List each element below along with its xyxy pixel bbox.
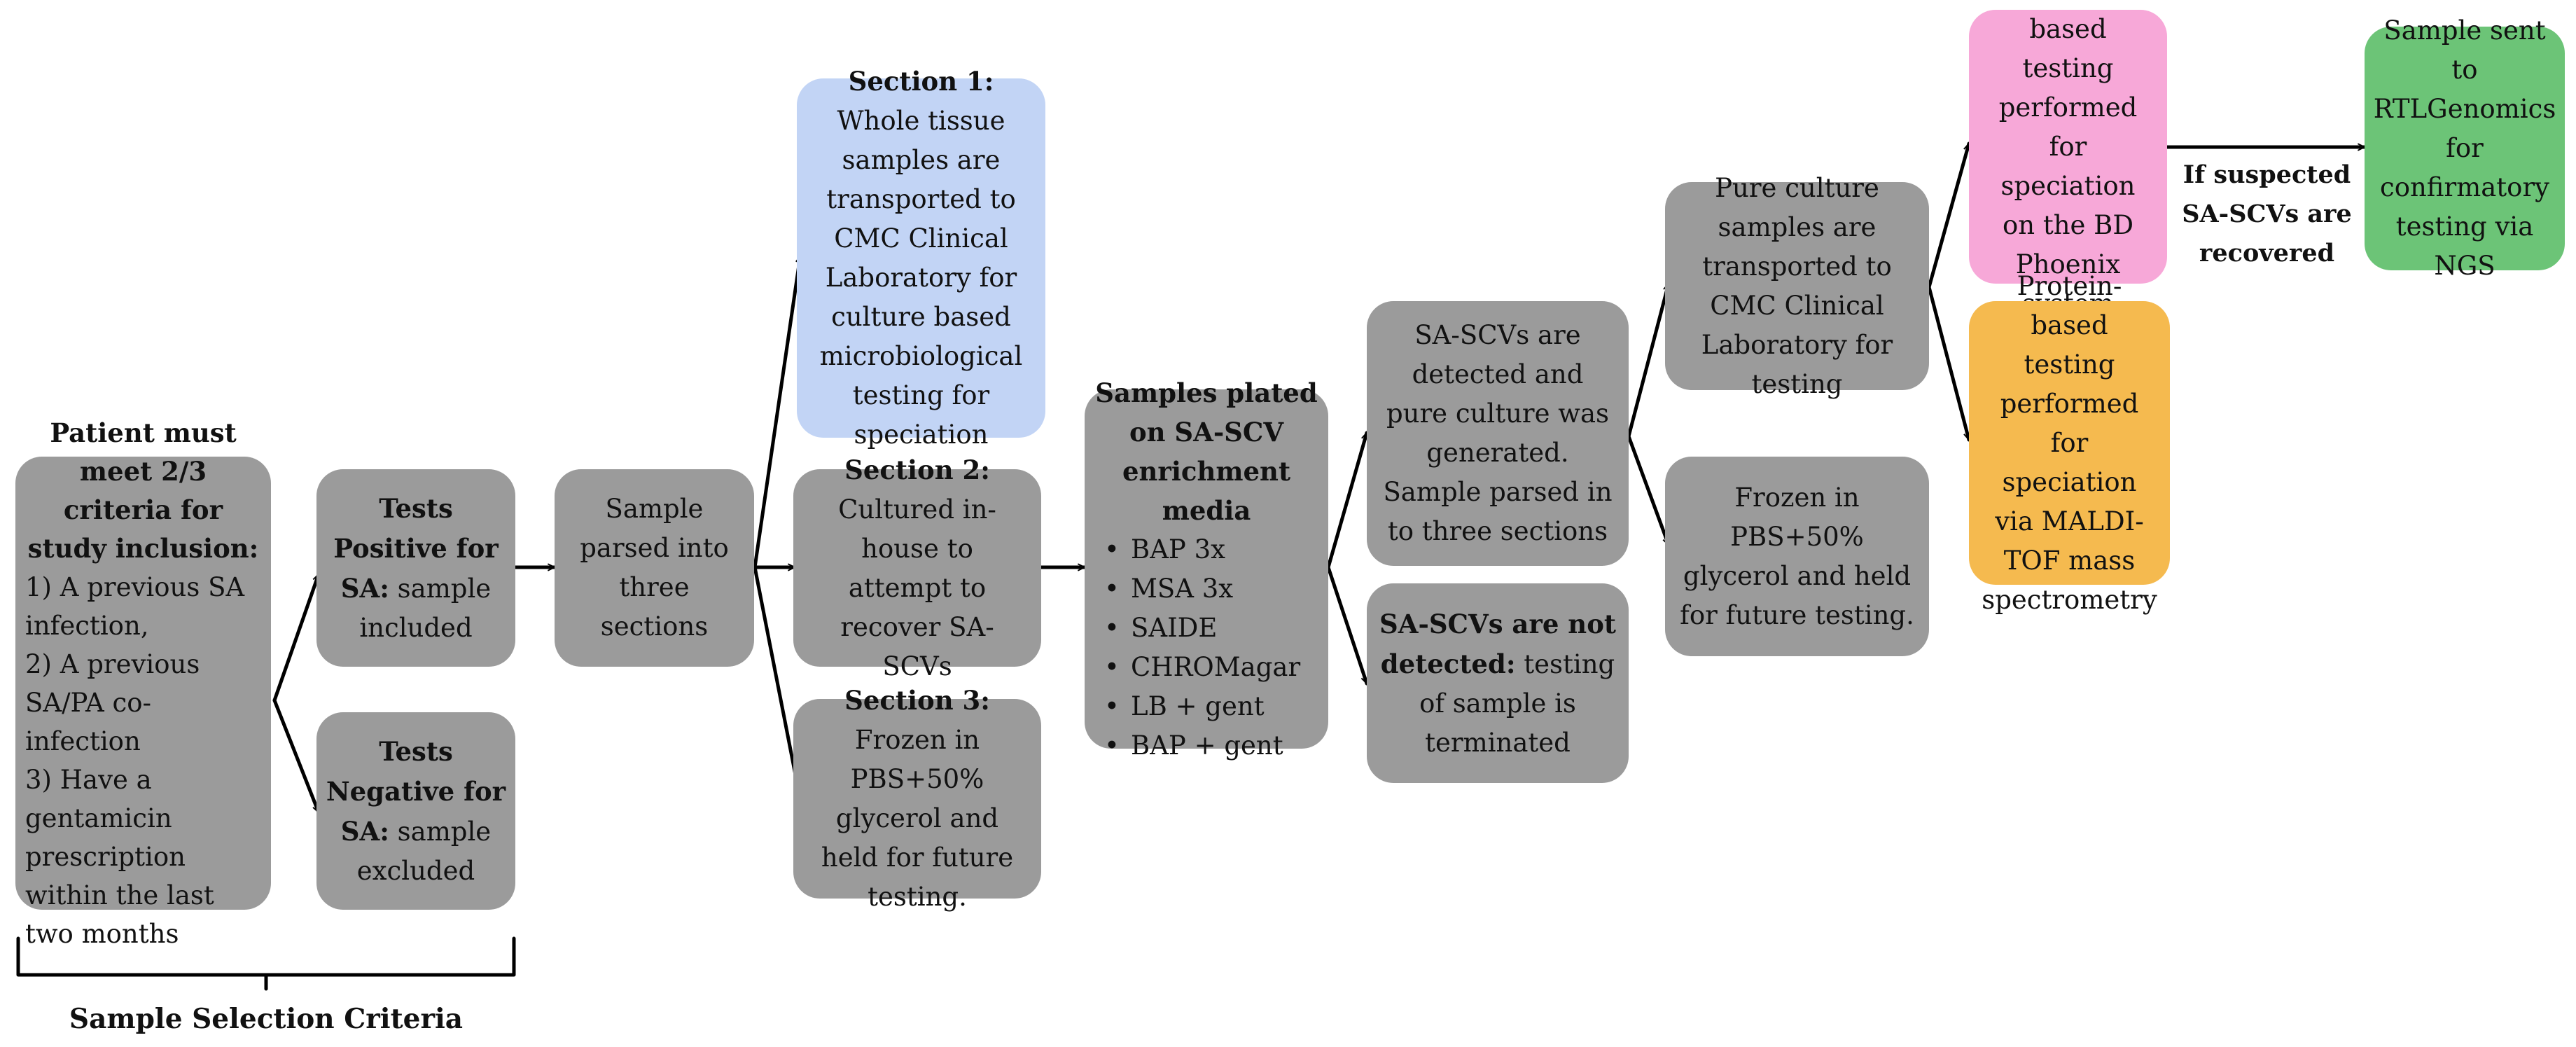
sample-parsed-box: Sample parsed into three sections <box>555 469 754 667</box>
media-item: BAP + gent <box>1103 726 1320 765</box>
section2-bold: Section 2: <box>844 454 990 485</box>
arrow-pure-to-biochem <box>1927 141 1969 289</box>
frozen-text: Frozen in PBS+50% glycerol and held for … <box>1680 482 1914 630</box>
media-item: MSA 3x <box>1103 569 1320 609</box>
selection-bracket <box>16 936 516 991</box>
criteria-heading: Patient must meet 2/3 criteria for study… <box>27 417 259 564</box>
parsed-text: Sample parsed into three sections <box>580 494 729 642</box>
not-detected-box: SA-SCVs are not detected: testing of sam… <box>1367 583 1629 783</box>
biochemical-box: Biochemical-based testing performed for … <box>1969 0 2167 319</box>
criteria-item: 1) A previous SA infection, <box>25 571 245 641</box>
criteria-item: 3) Have a gentamicin prescription within… <box>25 764 214 949</box>
plated-media-box: Samples plated on SA-SCV enrichment medi… <box>1085 377 1328 765</box>
pure-culture-box: Pure culture samples are transported to … <box>1665 173 1929 399</box>
arrow-criteria-to-positive <box>272 572 321 702</box>
suspected-label: If suspected SA-SCVs are recovered <box>2182 160 2352 268</box>
protein-text: Protein-based testing performed for spec… <box>1982 270 2157 615</box>
not-detected-text: testing of sample is terminated <box>1419 649 1615 758</box>
criteria-box: Patient must meet 2/3 criteria for study… <box>15 417 271 949</box>
frozen-box: Frozen in PBS+50% glycerol and held for … <box>1665 457 1929 656</box>
arrow-plated-to-not-detected <box>1326 565 1369 686</box>
plated-heading: Samples plated on SA-SCV enrichment medi… <box>1095 377 1318 526</box>
section3-text: Frozen in PBS+50% glycerol and held for … <box>821 725 1014 912</box>
not-detected-bold: SA-SCVs are not detected: <box>1379 608 1616 679</box>
section2-box: Section 2: Cultured in-house to attempt … <box>793 455 1041 681</box>
media-item: LB + gent <box>1103 687 1320 726</box>
criteria-item: 2) A previous SA/PA co-infection <box>25 649 200 756</box>
section1-bold: Section 1: <box>848 66 994 97</box>
arrow-plated-to-detected <box>1326 431 1367 569</box>
negative-text: sample excluded <box>356 816 492 886</box>
detected-text: SA-SCVs are detected and pure culture wa… <box>1383 320 1613 546</box>
positive-bold: Tests Positive for SA: <box>333 492 499 604</box>
media-item: CHROMagar <box>1103 648 1320 687</box>
detected-box: SA-SCVs are detected and pure culture wa… <box>1367 301 1629 566</box>
positive-text: sample included <box>359 573 492 643</box>
arrow-criteria-to-negative <box>272 698 321 814</box>
section1-text: Whole tissue samples are transported to … <box>819 106 1023 450</box>
negative-bold: Tests Negative for SA: <box>326 735 506 847</box>
media-list: BAP 3x MSA 3x SAIDE CHROMagar LB + gent … <box>1093 530 1320 765</box>
media-item: SAIDE <box>1103 609 1320 648</box>
arrow-parsed-to-section1 <box>753 254 800 569</box>
section3-bold: Section 3: <box>844 685 990 716</box>
pure-text: Pure culture samples are transported to … <box>1701 172 1893 399</box>
rtl-genomics-box: Sample sent to RTLGenomics for confirmat… <box>2365 15 2565 281</box>
arrow-detected-to-frozen <box>1627 434 1671 547</box>
section2-text: Cultured in-house to attempt to recover … <box>838 494 996 681</box>
section1-box: Section 1: Whole tissue samples are tran… <box>797 66 1045 450</box>
section3-box: Section 3: Frozen in PBS+50% glycerol an… <box>793 685 1041 912</box>
protein-box: Protein-based testing performed for spec… <box>1969 271 2170 615</box>
bracket-label: Sample Selection Criteria <box>69 1003 464 1035</box>
arrow-detected-to-pure <box>1627 282 1669 438</box>
tests-positive-box: Tests Positive for SA: sample included <box>316 469 515 667</box>
media-item: BAP 3x <box>1103 530 1320 569</box>
arrow-pure-to-protein <box>1927 285 1969 442</box>
arrow-parsed-to-section3 <box>753 565 800 802</box>
rtl-text: Sample sent to RTLGenomics for confirmat… <box>2373 15 2556 281</box>
tests-negative-box: Tests Negative for SA: sample excluded <box>316 712 515 910</box>
